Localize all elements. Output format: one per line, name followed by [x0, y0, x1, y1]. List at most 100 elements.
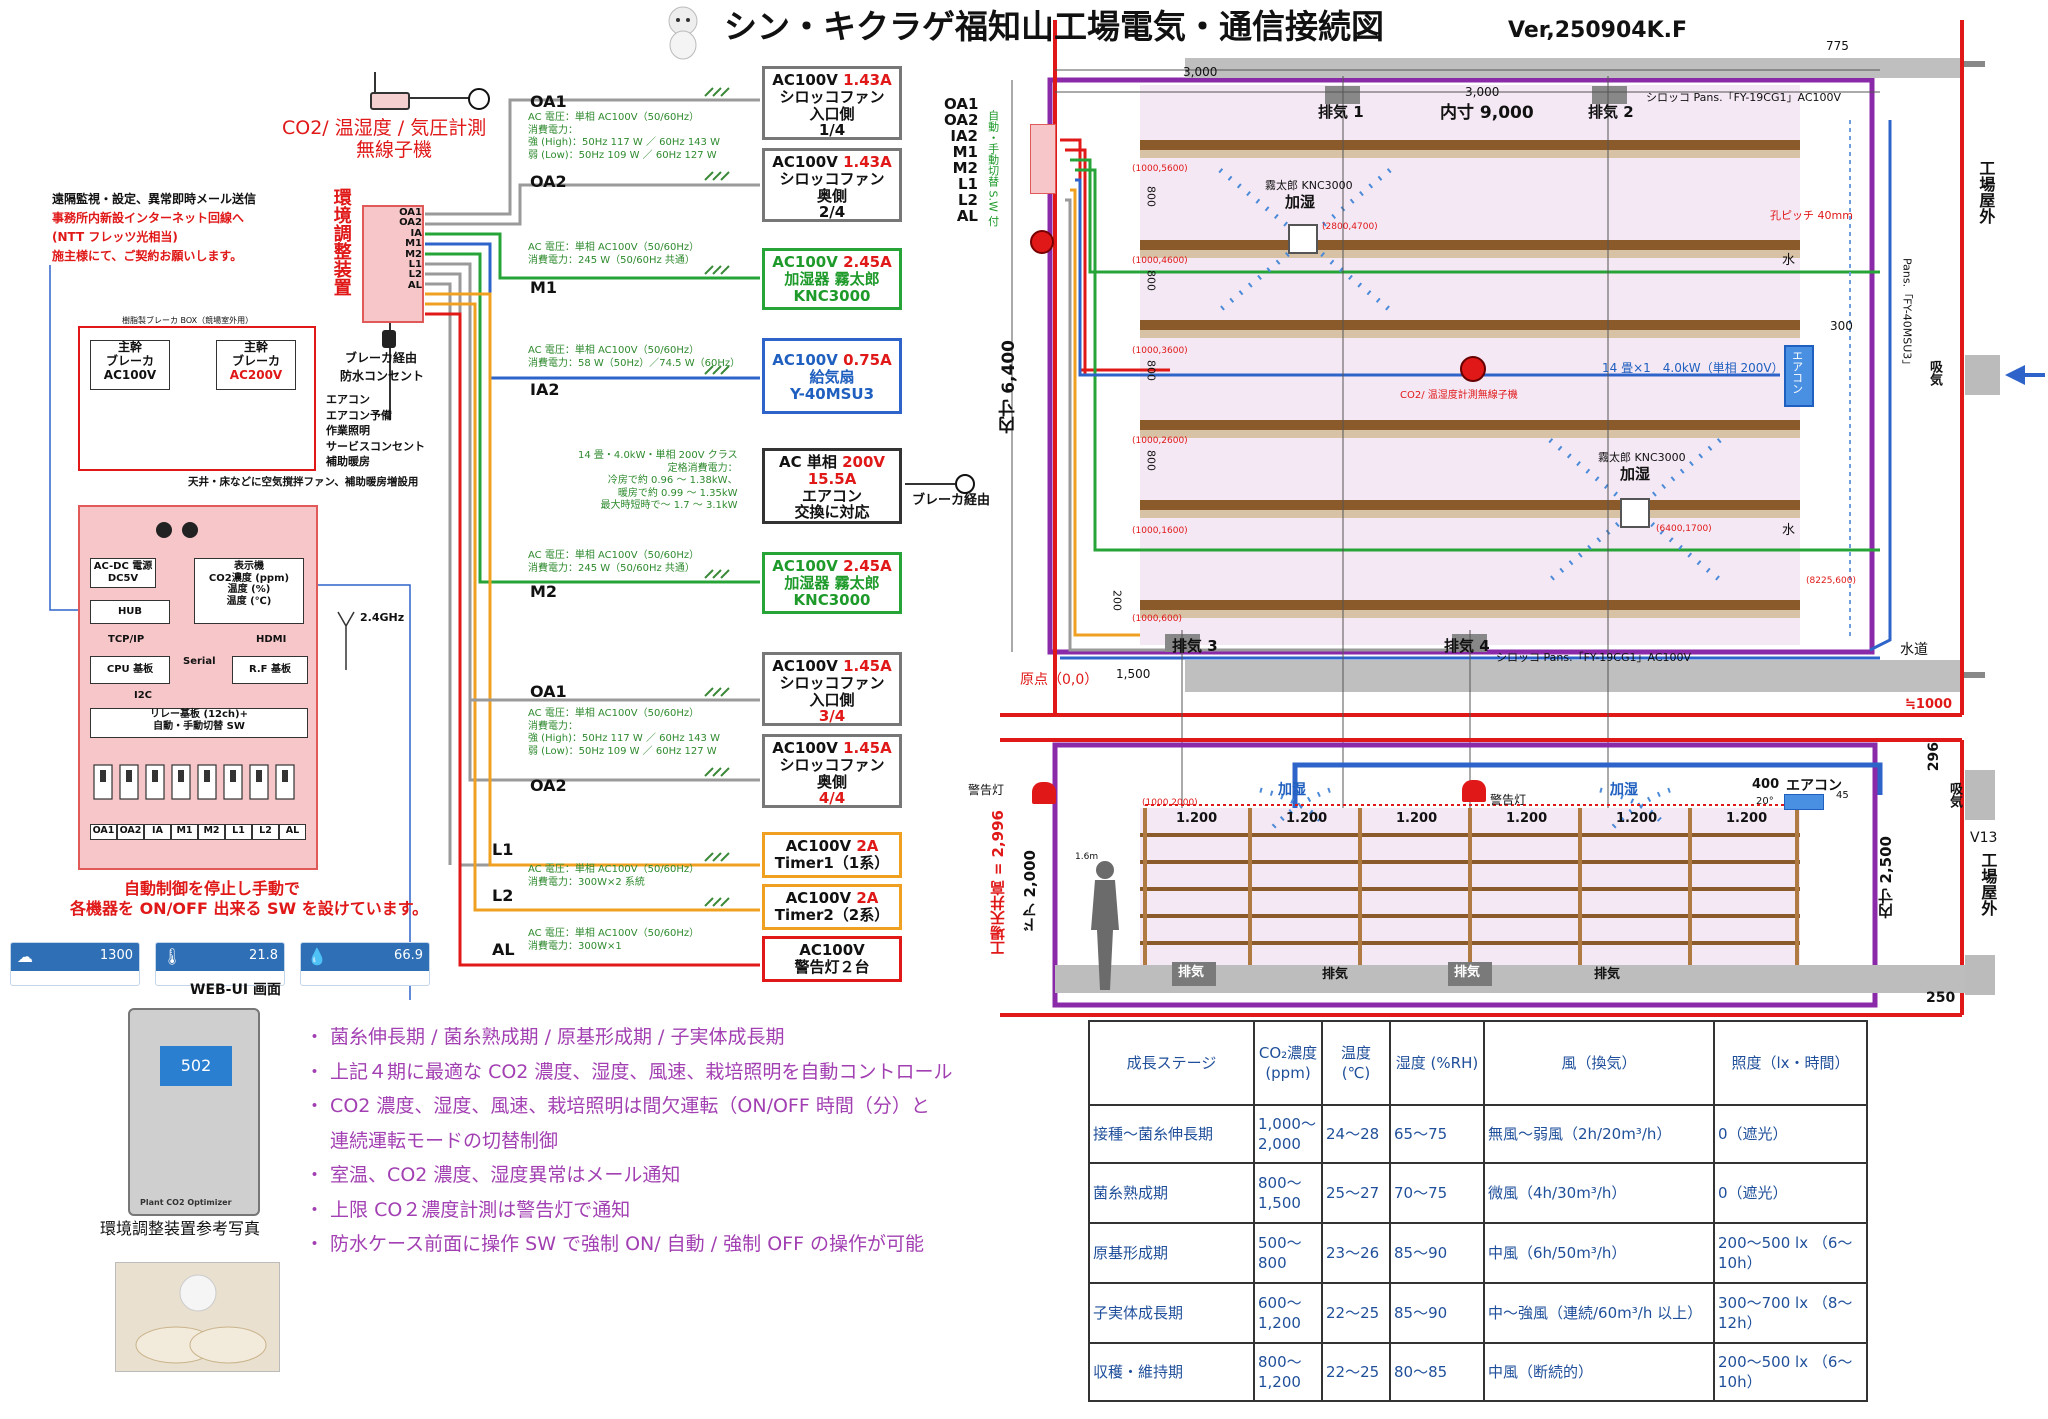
humid-label: 加湿 [1278, 782, 1306, 798]
breaker-panel-title: 樹脂製ブレーカ BOX（競場室外用） [122, 316, 254, 326]
plan-dim: 3,000 [1183, 65, 1218, 79]
relay-label: IA [144, 824, 171, 840]
outlet-label: エアコン予備 [326, 408, 392, 422]
plan-controller-box [1030, 124, 1056, 194]
dim-250: 250 [1926, 990, 1956, 1006]
manual-note-2: 各機器を ON/OFF 出来る SW を設けています。 [70, 899, 429, 918]
port-label: M1 [405, 238, 422, 250]
table-header: 成長ステージ [1088, 1020, 1255, 1106]
cloud-icon: ☁ [17, 947, 33, 966]
water-label: 水 [1782, 523, 1796, 538]
bullet-item: ・ 防水ケース前面に操作 SW で強制 ON/ 自動 / 強制 OFF の操作が… [305, 1233, 925, 1255]
relay-label: OA1 [90, 824, 117, 840]
section-exhaust-label: 排気 [1322, 967, 1349, 982]
antenna-icon [374, 72, 376, 92]
main-breaker-100v: 主幹 ブレーカ AC100V [90, 340, 170, 390]
spacing-label: 1.200 [1286, 811, 1328, 826]
controller-box [362, 205, 424, 323]
relay-switch-row [90, 760, 310, 810]
bullet-item: ・ 菌糸伸長期 / 菌糸熟成期 / 原基形成期 / 子実体成長期 [305, 1026, 785, 1048]
humid-label: 加湿 [1610, 782, 1638, 798]
spacing-label: 1.200 [1616, 811, 1658, 826]
plan-coord: (1000,1600) [1132, 526, 1188, 536]
plan-coord: (6400,1700) [1656, 524, 1712, 534]
angle-label: 20° [1756, 796, 1774, 807]
dim-1000: ≒1000 [1905, 697, 1953, 712]
section-coord: (1000,2000) [1142, 798, 1198, 808]
section-aircon-label: エアコン [1786, 778, 1842, 794]
plan-inner-depth: 内寸 6,400 [999, 340, 1019, 434]
controller-photo: 502 Plant CO2 Optimizer [128, 1008, 260, 1216]
rack-pitch: 800 [1144, 360, 1158, 381]
webui-temp-value: 21.8 [249, 948, 278, 963]
antenna-label: 2.4GHz [360, 611, 405, 624]
device-aircon: AC 単相 200V 15.5A エアコン交換に対応 [762, 448, 902, 524]
relay-label: OA2 [117, 824, 144, 840]
main-breaker-200v: 主幹 ブレーカ AC200V [216, 340, 296, 390]
section-aircon-unit [1784, 794, 1824, 810]
section-exhaust [1448, 962, 1492, 986]
warning-lamp-label: 警告灯 [968, 783, 1005, 797]
outlet-list: エアコン エアコン予備 作業照明 サービスコンセント 補助暖房 [326, 392, 425, 470]
controller-vertical-label: 環境調整装置 [330, 188, 352, 296]
outlet-label: サービスコンセント [326, 439, 425, 453]
aircon-spec: 14 畳×1 4.0kW（単相 200V） [1602, 361, 1784, 375]
humidifier-label: 霧太郎 KNC3000 [1598, 451, 1686, 464]
device-warning-lamp: AC100V 警告灯２台 [762, 936, 902, 982]
channel-label: M1 [530, 278, 558, 297]
cpu-box: CPU 基板 [90, 656, 170, 684]
intake-label: 吸気 [1926, 360, 1942, 386]
spacing-label: 1.200 [1396, 811, 1438, 826]
channel-label: AL [492, 940, 515, 959]
bullet-item: ・ CO2 濃度、湿度、風速、栽培照明は間欠運転（ON/OFF 時間（分）と [305, 1095, 930, 1117]
channel-label: OA1 [530, 682, 567, 701]
channel-label: OA2 [530, 172, 567, 191]
mushroom-photo [115, 1262, 280, 1372]
device-timer-2: AC100V 2A Timer2（2系） [762, 884, 902, 930]
plan-dim: 3,000 [1465, 85, 1500, 99]
rf-box: R.F 基板 [232, 656, 308, 684]
version-label: Ver,250904K.F [1508, 18, 1687, 43]
dim-400: 400 [1752, 777, 1780, 792]
table-header: 照度（lx・時間） [1713, 1020, 1868, 1106]
exhaust-label: 排気 1 [1318, 103, 1364, 121]
relay-label: M1 [171, 824, 198, 840]
exhaust-label: 排気 3 [1172, 637, 1218, 655]
relay-channel-labels: OA1 OA2 IA M1 M2 L1 L2 AL [90, 824, 310, 840]
table-header: 風（換気） [1483, 1020, 1715, 1106]
relay-label: L1 [225, 824, 252, 840]
water-pipe-label: 水道 [1900, 642, 1928, 658]
webui-co2-card: ☁ 1300 [10, 942, 140, 986]
tcpip-label: TCP/IP [108, 634, 145, 645]
page-title: シン・キクラゲ福知山工場電気・通信接続図 [724, 7, 1384, 46]
rack-pitch: 200 [1110, 590, 1124, 611]
plug-icon [382, 330, 396, 348]
outside-label: 工場屋外 [1976, 160, 1996, 224]
door-label: ドア 2,000 [1021, 850, 1039, 933]
section-exhaust-label: 排気 [1594, 967, 1621, 982]
plan-coord: (8225,600) [1806, 576, 1856, 586]
webui-caption: WEB-UI 画面 [190, 982, 281, 998]
plan-side-note: 自動・手動切替 S.W 付 [986, 110, 1000, 227]
plan-dim: 775 [1826, 39, 1849, 53]
port-label: OA1 [399, 207, 422, 218]
webui-temp-card: 🌡 21.8 [155, 942, 285, 986]
rack-pitch: 800 [1144, 450, 1158, 471]
spacing-label: 1.200 [1506, 811, 1548, 826]
hdmi-label: HDMI [256, 634, 287, 645]
channel-label: OA1 [530, 92, 567, 111]
spacing-label: 1.200 [1176, 811, 1218, 826]
relay-label: L2 [252, 824, 279, 840]
photo-brand: Plant CO2 Optimizer [140, 1198, 232, 1207]
webui-humid-card: 💧 66.9 [300, 942, 430, 986]
mascot-icon [660, 5, 706, 61]
display-box: 表示機 CO2濃度 (ppm) 温度 (%) 温度 (℃) [194, 558, 304, 624]
growth-stage-table: 成長ステージ CO₂濃度 (ppm) 温度 (℃) 湿度 (%RH) 風（換気）… [1088, 1020, 1868, 1402]
